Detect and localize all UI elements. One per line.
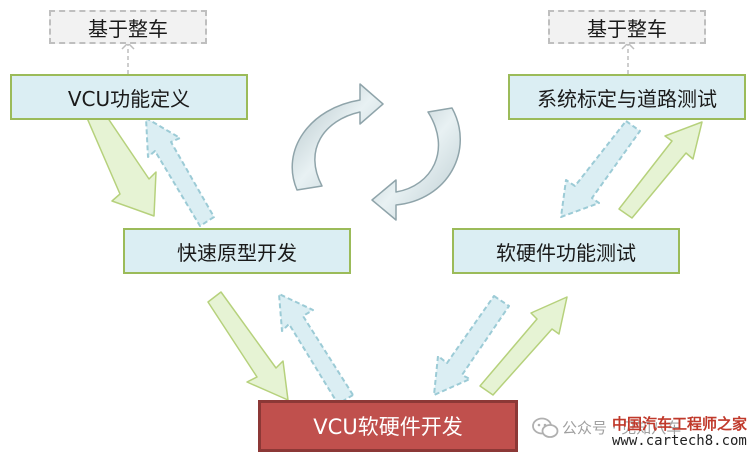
arrow-calibration-to-test [560, 120, 641, 218]
top-right-label: 基于整车 [548, 10, 706, 44]
vcu-hw-sw-development-box: VCU软硬件开发 [258, 400, 518, 452]
wechat-icon [532, 417, 559, 438]
wechat-account-watermark: 公众号 · 见知八车 [532, 416, 681, 438]
arrow-test-to-calibration [618, 121, 703, 219]
system-calibration-box: 系统标定与道路测试 [508, 74, 746, 120]
arrow-prototype-to-def [145, 117, 215, 227]
top-left-label: 基于整车 [49, 10, 207, 44]
site-url-watermark: www.cartech8.com [612, 433, 747, 449]
cycle-arrows-icon [291, 83, 461, 221]
arrow-development-to-test [479, 296, 568, 396]
arrow-test-to-development [433, 295, 510, 396]
arrow-development-to-prototype [278, 293, 354, 405]
top-right-connector-arrow [621, 41, 635, 74]
arrow-prototype-to-development [207, 291, 289, 401]
vcu-function-definition-box: VCU功能定义 [10, 74, 248, 120]
site-name-watermark: 中国汽车工程师之家 [612, 415, 748, 433]
wechat-account-name: 公众号 · 见知八车 [562, 418, 682, 437]
top-left-connector-arrow [121, 41, 135, 74]
rapid-prototyping-box: 快速原型开发 [123, 228, 351, 274]
hw-sw-function-test-box: 软硬件功能测试 [452, 228, 680, 274]
